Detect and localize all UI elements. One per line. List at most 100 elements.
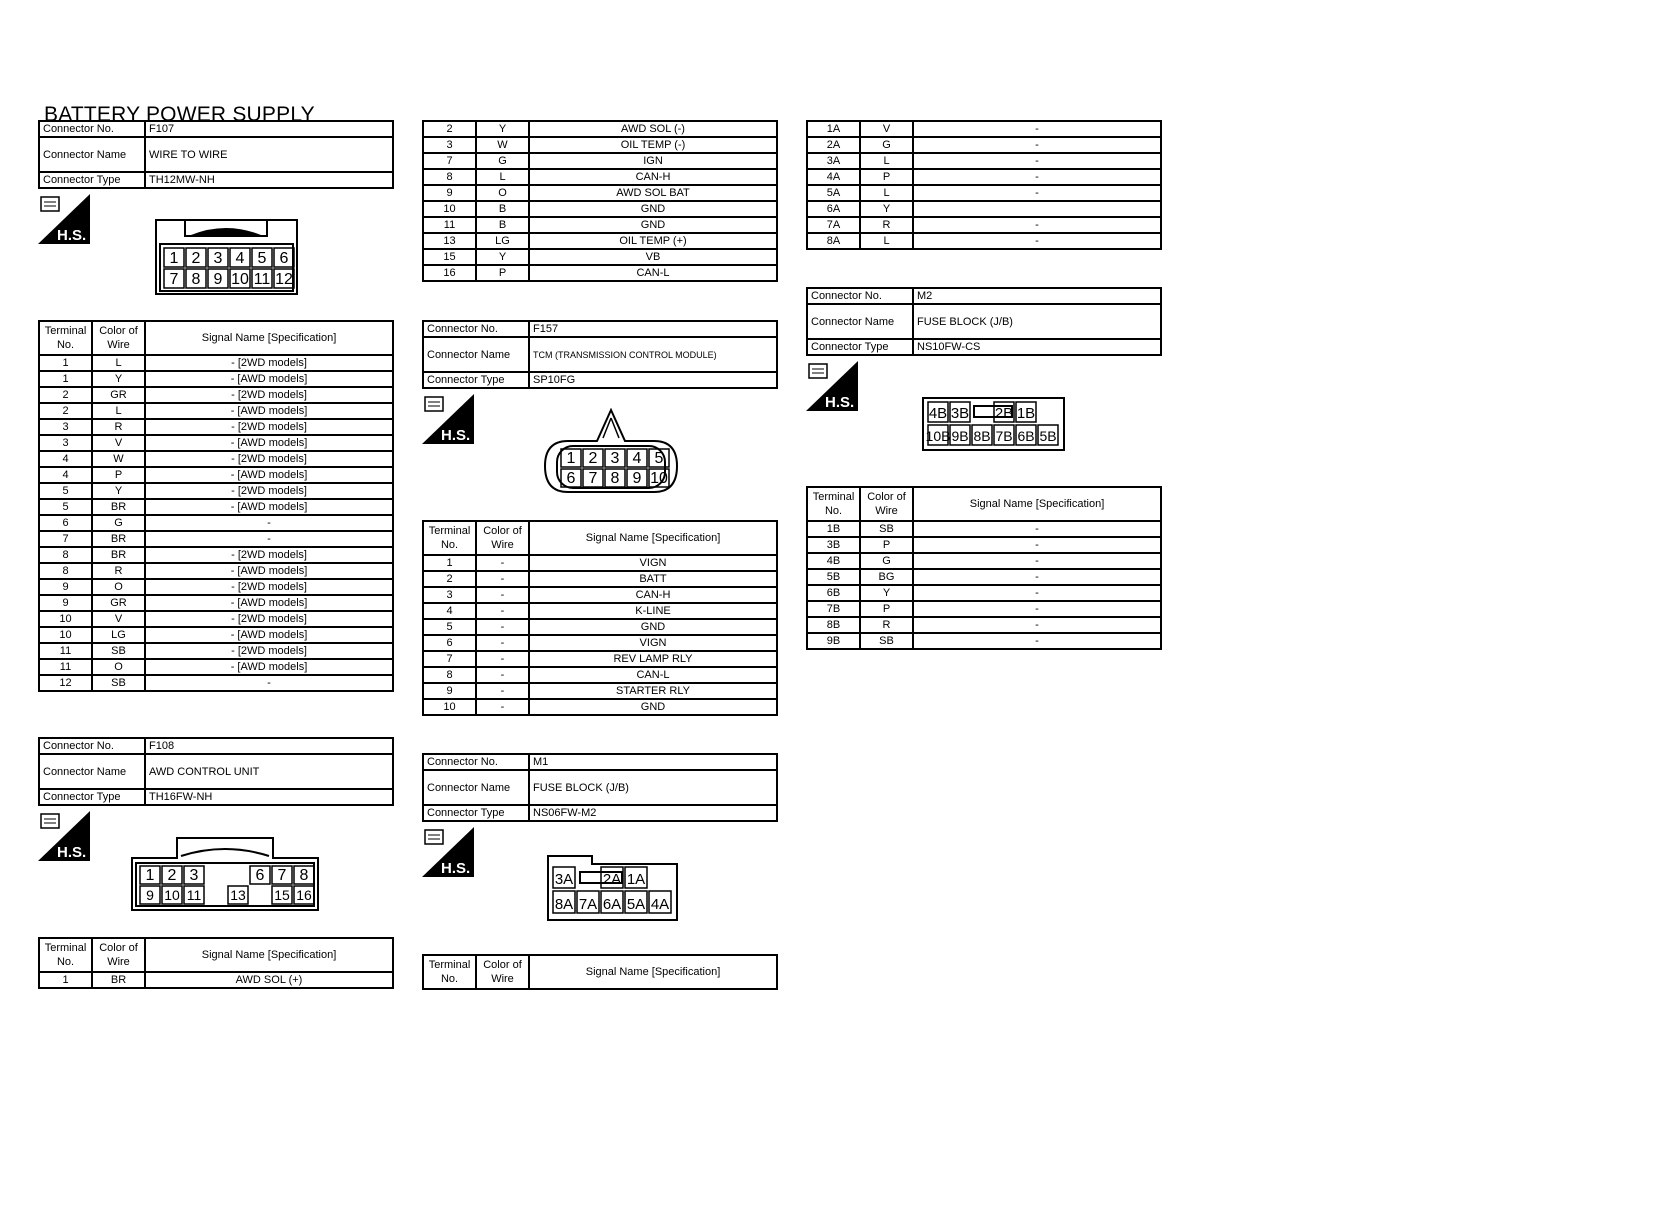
terminal-no-cell: 5 — [422, 618, 477, 636]
wire-color-cell: L — [859, 184, 914, 202]
wire-color-cell: - — [475, 650, 530, 668]
pin-label: 1 — [567, 450, 576, 467]
pin-label: 6 — [567, 470, 576, 487]
signal-name-header: Signal Name [Specification] — [912, 486, 1162, 522]
terminal-no-cell: 8A — [806, 232, 861, 250]
terminal-no-cell: 2 — [38, 386, 93, 404]
terminal-no-cell: 6A — [806, 200, 861, 218]
wire-color-cell: V — [91, 610, 146, 628]
pin-cell — [273, 247, 295, 268]
terminal-no-cell: 1 — [38, 354, 93, 372]
connector-name-value: FUSE BLOCK (J/B) — [912, 303, 1162, 340]
terminal-no-cell: 6 — [422, 634, 477, 652]
pin-label: 10 — [231, 271, 249, 288]
wire-color-cell: L — [859, 232, 914, 250]
pin-label: 5A — [627, 896, 645, 913]
pin-cell — [161, 865, 183, 885]
terminal-no-cell: 8 — [422, 168, 477, 186]
signal-name-cell: - [AWD models] — [144, 434, 394, 452]
signal-name-cell: - [AWD models] — [144, 658, 394, 676]
connector-type-label: Connector Type — [38, 788, 146, 806]
connector-name-value: AWD CONTROL UNIT — [144, 753, 394, 790]
wire-color-cell: V — [859, 120, 914, 138]
connector-no-label: Connector No. — [422, 320, 530, 338]
wire-color-cell: BR — [91, 498, 146, 516]
harness-side-icon: H.S. — [38, 811, 90, 861]
pin-cell — [1015, 424, 1037, 446]
terminal-no-cell: 5 — [38, 498, 93, 516]
pin-cell — [206, 886, 226, 904]
pin-cell — [582, 448, 604, 468]
pin-cell — [552, 866, 576, 889]
pin-label: 15 — [274, 887, 290, 903]
terminal-no-cell: 3 — [422, 586, 477, 604]
wire-color-cell: L — [91, 354, 146, 372]
pin-cell — [560, 448, 582, 468]
pin-cell — [228, 866, 248, 884]
wire-color-cell: LG — [91, 626, 146, 644]
pin-cell — [139, 865, 161, 885]
terminal-no-cell: 13 — [422, 232, 477, 250]
wire-color-cell: BR — [91, 546, 146, 564]
terminal-no-cell: 5 — [38, 482, 93, 500]
wire-color-cell: P — [475, 264, 530, 282]
wire-color-cell: Y — [859, 200, 914, 218]
signal-name-cell: - — [912, 184, 1162, 202]
pin-cell — [183, 885, 205, 905]
pin-cell — [552, 890, 576, 914]
pin-label: 9B — [951, 428, 968, 444]
pin-label: 3 — [190, 867, 199, 884]
signal-name-cell: - — [912, 600, 1162, 618]
terminal-no-cell: 3 — [422, 136, 477, 154]
wire-color-cell: BG — [859, 568, 914, 586]
terminal-no-cell: 1 — [38, 971, 93, 989]
terminal-no-header: Terminal No. — [38, 937, 93, 973]
signal-name-cell: - [2WD models] — [144, 482, 394, 500]
signal-name-cell: - — [912, 120, 1162, 138]
table-row: 5-GND — [422, 618, 778, 636]
pin-label: 10 — [650, 470, 668, 487]
signal-name-cell: - — [912, 136, 1162, 154]
signal-name-cell: - — [144, 674, 394, 692]
terminal-table-f107: Terminal No. Color of Wire Signal Name [… — [38, 320, 394, 692]
wire-color-cell: O — [91, 658, 146, 676]
pin-cell — [271, 865, 293, 885]
terminal-no-cell: 1B — [806, 520, 861, 538]
pin-cell — [250, 886, 270, 904]
terminal-no-cell: 8 — [38, 546, 93, 564]
hs-label: H.S. — [825, 394, 854, 411]
wire-color-cell: L — [475, 168, 530, 186]
pin-label: 8 — [611, 470, 620, 487]
terminal-no-cell: 5A — [806, 184, 861, 202]
pin-label: 10 — [164, 887, 180, 903]
wire-color-cell: SB — [91, 674, 146, 692]
pin-label: 6A — [603, 896, 621, 913]
terminal-no-header: Terminal No. — [38, 320, 93, 356]
terminal-no-cell: 8B — [806, 616, 861, 634]
signal-name-cell: VIGN — [528, 634, 778, 652]
color-of-wire-header: Color of Wire — [91, 937, 146, 973]
signal-name-cell: - [2WD models] — [144, 642, 394, 660]
pin-label: 7 — [170, 271, 179, 288]
terminal-table-f157: Terminal No. Color of Wire Signal Name [… — [422, 520, 778, 716]
signal-name-cell: REV LAMP RLY — [528, 650, 778, 668]
terminal-no-header: Terminal No. — [422, 520, 477, 556]
wire-color-cell: R — [859, 216, 914, 234]
signal-name-cell: CAN-L — [528, 666, 778, 684]
terminal-table-f108: Terminal No. Color of Wire Signal Name [… — [38, 937, 394, 989]
signal-name-cell: - — [144, 514, 394, 532]
